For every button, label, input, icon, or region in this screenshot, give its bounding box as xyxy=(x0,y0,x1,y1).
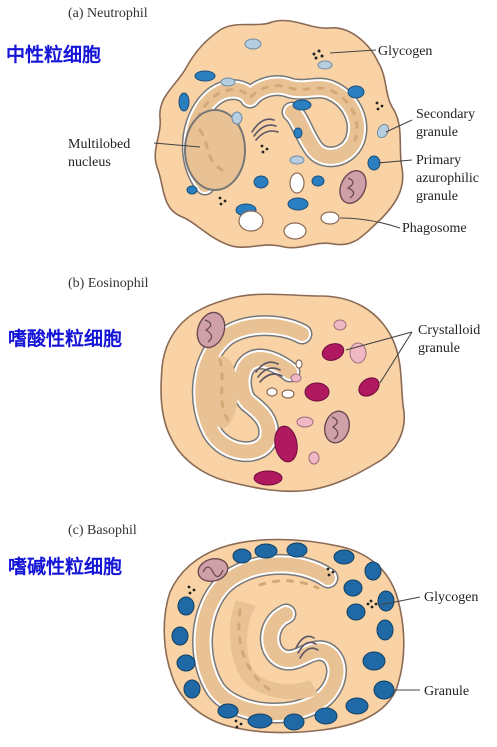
golgi-apparatus xyxy=(251,118,279,141)
label-secondary-granule: granule xyxy=(416,125,458,140)
label-basophil-granule: Granule xyxy=(424,684,469,699)
crystalloid-granules xyxy=(253,343,380,486)
glycogen-particles xyxy=(218,49,384,206)
eosinophil-golgi xyxy=(255,361,283,383)
label-basophil-glycogen: Glycogen xyxy=(424,590,478,605)
eosinophil-mitochondria xyxy=(196,311,351,444)
neutrophil-caption: (a) Neutrophil xyxy=(68,6,148,21)
neutrophil-chinese-label: 中性粒细胞 xyxy=(6,43,101,66)
phagosomes xyxy=(238,172,340,240)
label-crystalloid-granule: granule xyxy=(418,341,460,356)
label-crystalloid: Crystalloid xyxy=(418,323,480,338)
secondary-granules xyxy=(220,38,390,165)
eosinophil-chinese-label: 嗜酸性粒细胞 xyxy=(8,327,122,350)
basophil-nucleus xyxy=(192,553,347,724)
label-primary-granule: granule xyxy=(416,189,458,204)
mitochondrion xyxy=(339,170,367,204)
basophil-chinese-label: 嗜碱性粒细胞 xyxy=(8,555,122,578)
basophil-mitochondrion xyxy=(197,557,229,583)
label-glycogen: Glycogen xyxy=(378,44,432,59)
basophil-glycogen xyxy=(187,567,378,729)
label-primary: Primary xyxy=(416,153,461,168)
basophil-golgi xyxy=(295,635,319,659)
label-azurophilic: azurophilic xyxy=(416,171,479,186)
primary-azurophilic-granules xyxy=(178,70,381,217)
basophil-panel: (c) Basophil 嗜碱性粒细胞 xyxy=(8,523,478,734)
bilobed-nucleus xyxy=(191,315,313,462)
neutrophil-labels: Glycogen Secondary granule Primary azuro… xyxy=(68,44,479,236)
eosinophil-caption: (b) Eosinophil xyxy=(68,276,149,291)
label-nucleus: nucleus xyxy=(68,155,111,170)
label-multilobed: Multilobed xyxy=(68,137,130,152)
basophil-labels: Glycogen Granule xyxy=(424,590,478,699)
eosinophil-labels: Crystalloid granule xyxy=(418,323,480,356)
label-phagosome: Phagosome xyxy=(402,221,467,236)
neutrophil-leader-lines xyxy=(153,49,413,229)
eosinophil-small-granules xyxy=(266,319,367,465)
basophil-leader-lines xyxy=(379,596,421,691)
basophil-granules xyxy=(171,542,395,731)
label-secondary: Secondary xyxy=(416,107,475,122)
eosinophil-panel: (b) Eosinophil 嗜酸性粒细胞 xyxy=(8,276,480,493)
multilobed-nucleus xyxy=(181,75,368,196)
basophil-caption: (c) Basophil xyxy=(68,523,137,538)
eosinophil-leader-lines xyxy=(345,331,413,384)
neutrophil-panel: (a) Neutrophil 中性粒细胞 xyxy=(6,6,479,249)
